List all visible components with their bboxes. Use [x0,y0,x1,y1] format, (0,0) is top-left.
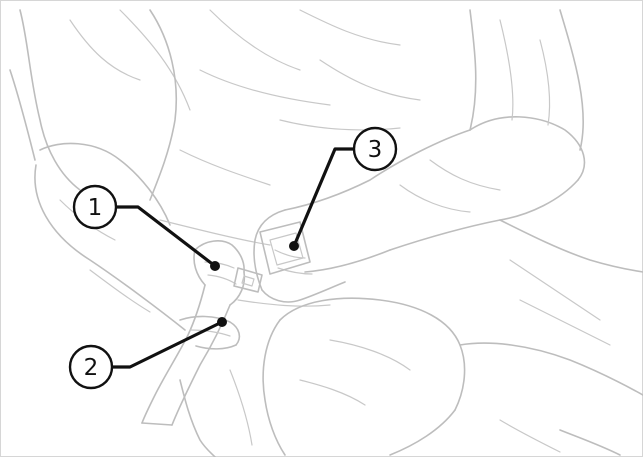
person-outline [10,10,643,457]
callout-2-label: 2 [84,355,99,381]
callout-3-dot [289,241,299,251]
callout-2: 2 [70,317,227,388]
callout-1-label: 1 [88,195,103,221]
callout-1-dot [210,261,220,271]
callout-2-dot [217,317,227,327]
callout-3-label: 3 [368,137,383,163]
callout-2-leader [113,322,222,367]
callout-3: 3 [289,128,396,251]
callout-1: 1 [74,186,220,271]
